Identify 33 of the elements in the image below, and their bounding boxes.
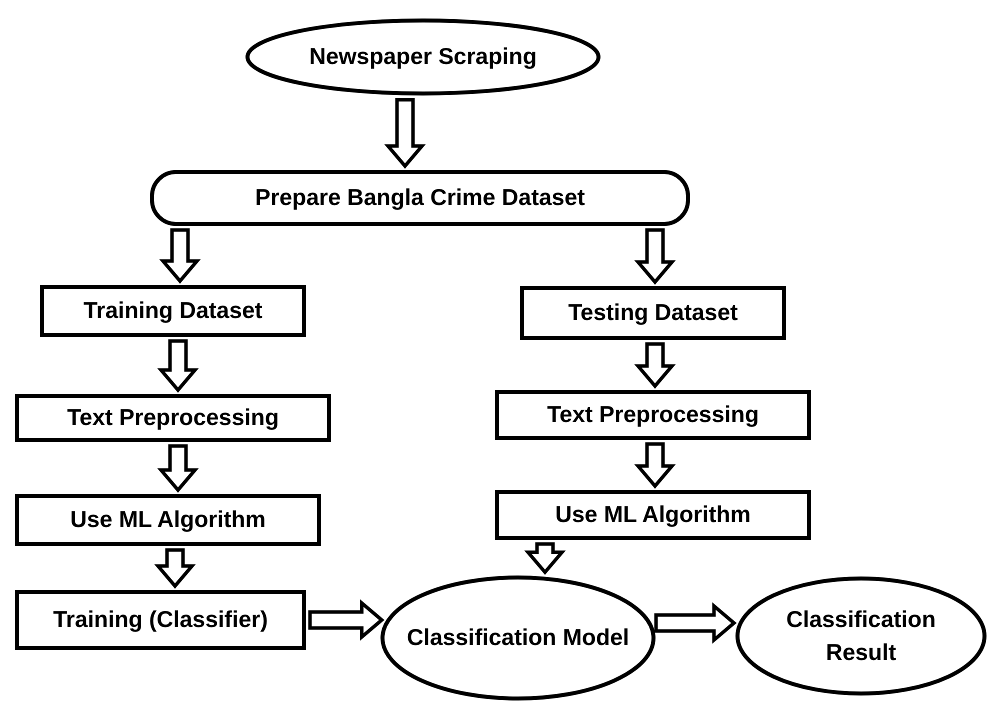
node-label: Text Preprocessing xyxy=(547,400,759,430)
node-label: Use ML Algorithm xyxy=(555,500,751,530)
node-label: Prepare Bangla Crime Dataset xyxy=(255,183,585,212)
block-arrow xyxy=(634,342,676,389)
process-box xyxy=(40,285,306,337)
node-label: Newspaper Scraping xyxy=(309,42,537,72)
node-label: Training Dataset xyxy=(84,296,262,326)
rounded-box xyxy=(150,170,690,226)
block-arrow xyxy=(154,548,196,589)
node-label: Testing Dataset xyxy=(568,298,738,328)
process-box xyxy=(15,494,321,546)
process-box xyxy=(15,394,331,442)
process-box xyxy=(15,590,306,650)
block-arrow xyxy=(157,339,199,393)
node-label: Text Preprocessing xyxy=(67,403,279,432)
process-box xyxy=(520,286,786,340)
ellipse-node xyxy=(735,576,987,696)
block-arrow xyxy=(157,444,199,493)
block-arrow xyxy=(634,442,676,489)
node-label: Classification Model xyxy=(406,623,630,652)
block-arrow xyxy=(308,599,384,641)
node-label: Use ML Algorithm xyxy=(70,505,266,534)
node-label: Classification Result xyxy=(785,604,937,667)
block-arrow xyxy=(159,228,201,284)
block-arrow xyxy=(524,542,566,575)
node-label: Training (Classifier) xyxy=(53,605,268,634)
block-arrow xyxy=(634,228,676,285)
block-arrow xyxy=(654,602,737,644)
ellipse-node xyxy=(380,575,656,701)
block-arrow xyxy=(384,98,426,169)
process-box xyxy=(495,390,811,440)
ellipse-node xyxy=(245,18,601,96)
process-box xyxy=(495,490,811,540)
